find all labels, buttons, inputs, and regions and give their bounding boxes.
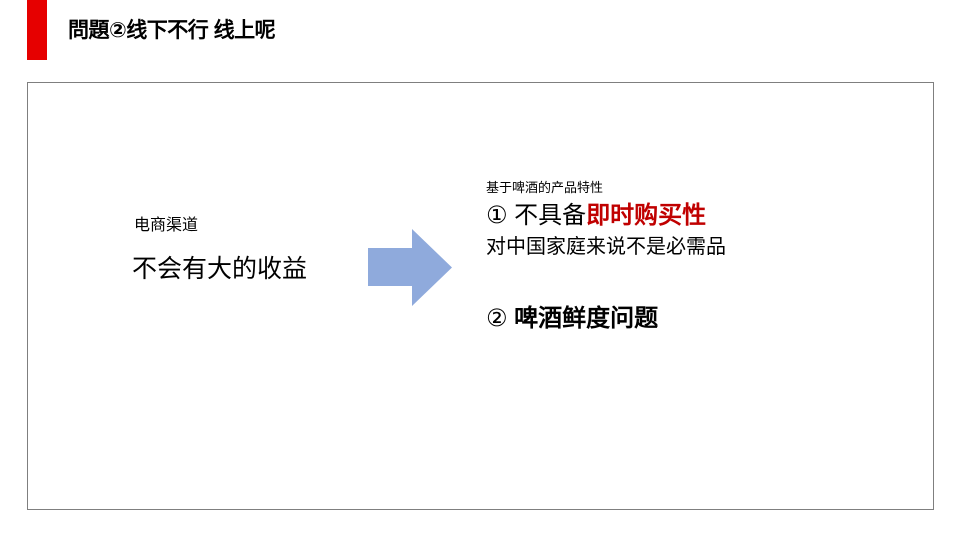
reason-1-number: ① xyxy=(486,202,508,229)
content-frame xyxy=(27,82,934,510)
reason-2: ② 啤酒鲜度问题 xyxy=(486,303,658,335)
slide-title: 問題②线下不行 线上呢 xyxy=(68,19,276,42)
channel-label: 电商渠道 xyxy=(134,217,199,234)
title-accent-bar xyxy=(27,0,47,60)
product-trait-caption: 基于啤酒的产品特性 xyxy=(486,180,604,195)
reason-1-detail: 对中国家庭来说不是必需品 xyxy=(486,236,726,258)
channel-conclusion: 不会有大的收益 xyxy=(132,255,308,283)
reason-1: ① 不具备即时购买性 xyxy=(486,200,706,232)
reason-2-text: 啤酒鲜度问题 xyxy=(507,305,659,332)
reason-2-number: ② xyxy=(486,305,508,332)
reason-1-prefix: 不具备 xyxy=(507,202,587,229)
reason-1-highlight: 即时购买性 xyxy=(586,202,707,229)
right-arrow-icon xyxy=(368,229,452,306)
